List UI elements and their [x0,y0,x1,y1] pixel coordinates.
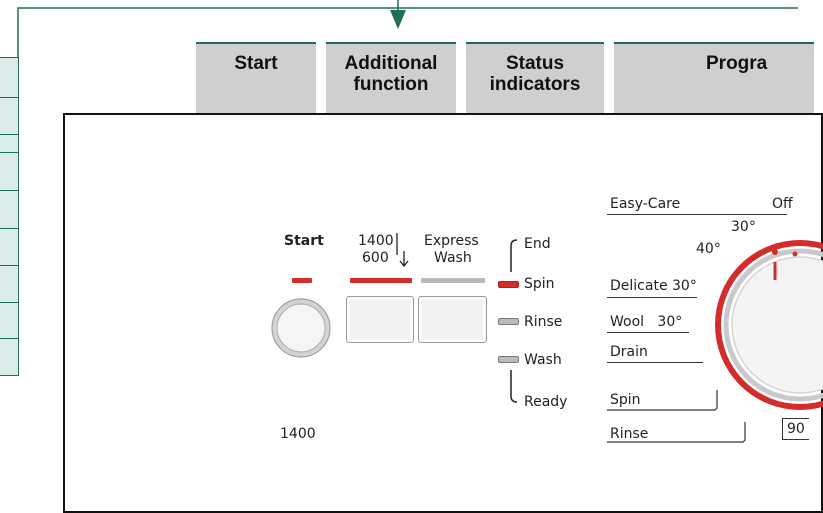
status-end: End [524,236,551,252]
tab-status-indicators: Status indicators [466,42,604,114]
prog-delicate: Delicate 30° [610,278,697,294]
dial-off: Off [772,196,793,212]
prog-line [607,332,689,333]
prog-connector-lines [607,390,746,443]
prog-easy-care: Easy-Care [610,196,681,212]
status-bracket [510,239,518,403]
led-wash [498,356,519,363]
arrow-down-icon [390,10,406,29]
prog-line [607,214,787,215]
prog-spin: Spin [610,392,641,408]
status-spin: Spin [524,276,555,292]
start-label: Start [284,233,324,249]
spin-speed-value: 1400 [280,426,316,442]
prog-line [607,362,703,363]
spin-speed-button[interactable] [346,296,414,343]
status-rinse: Rinse [524,314,563,330]
led-rinse [498,318,519,325]
prog-line [607,297,697,298]
status-wash: Wash [524,352,562,368]
dial-40: 40° [696,241,721,257]
side-table [0,57,19,376]
prog-drain: Drain [610,344,648,360]
start-indicator [292,278,312,283]
led-spin [498,281,519,288]
prog-rinse: Rinse [610,426,649,442]
spin-select-arrow-icon [396,233,409,268]
dial-30: 30° [731,219,756,235]
express-wash-button[interactable] [418,296,487,343]
dial-90-box: 90 [782,418,809,440]
status-ready: Ready [524,394,568,410]
tab-programme: Progra [614,42,814,114]
tab-start: Start [196,42,316,114]
spin-label-bottom: 600 [362,250,389,266]
express-indicator [421,278,485,283]
express-label-top: Express [424,233,479,249]
spin-label-top: 1400 [358,233,394,249]
express-label-bottom: Wash [434,250,472,266]
programme-dial[interactable] [695,240,823,420]
start-button[interactable] [270,297,332,359]
spin-indicator [350,278,412,283]
tab-additional-function: Additional function [326,42,456,114]
prog-wool: Wool 30° [610,314,683,330]
